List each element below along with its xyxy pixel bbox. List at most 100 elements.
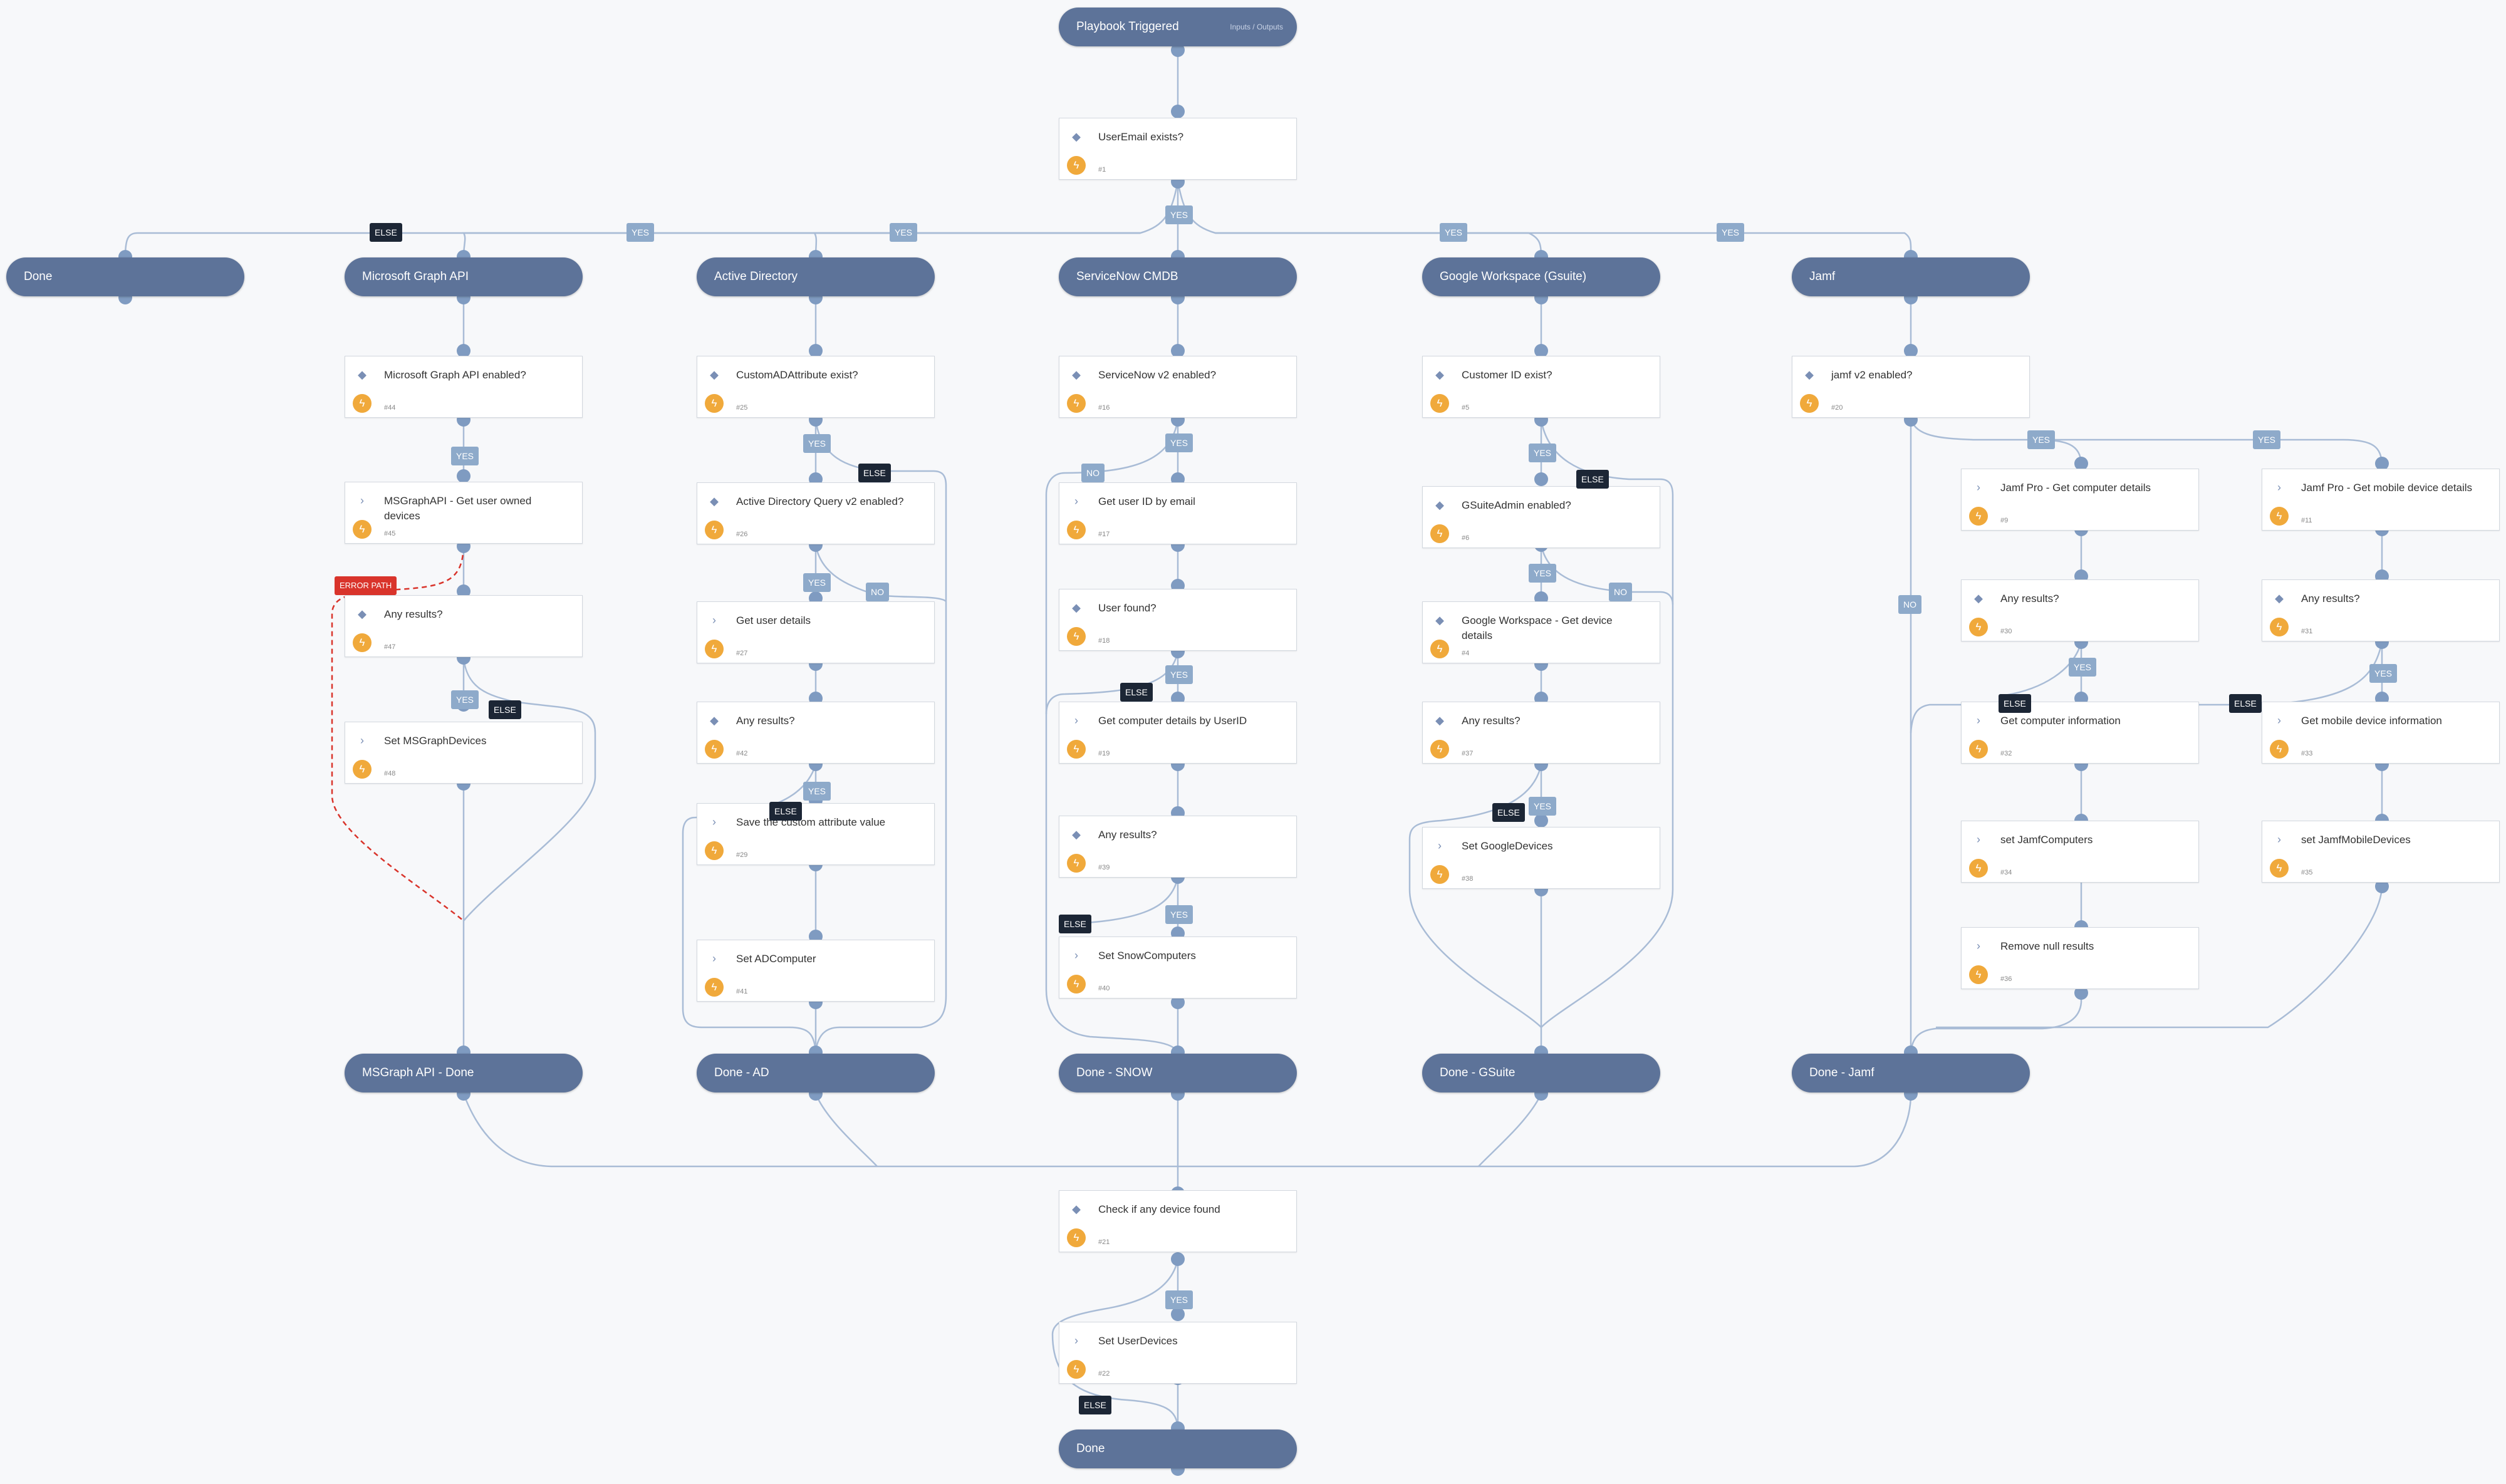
task-title: Set MSGraphDevices [384, 735, 487, 747]
task-title: Active Directory Query v2 enabled? [736, 496, 904, 507]
section-active-directory[interactable]: Active Directory [697, 257, 935, 296]
automation-icon: ϟ [1969, 965, 1988, 984]
task-user-found[interactable]: ◆User found?ϟ#18 [1059, 589, 1297, 651]
task-number: #27 [736, 650, 748, 657]
task-title: Microsoft Graph API enabled? [384, 369, 526, 381]
automation-icon: ϟ [353, 760, 372, 779]
task-title: Get user ID by email [1098, 496, 1195, 507]
task-title: Get mobile device information [2301, 715, 2442, 727]
task-title: Customer ID exist? [1462, 369, 1552, 381]
branch-label-no: NO [866, 583, 889, 601]
condition-icon: ◆ [710, 368, 719, 381]
section-google-workspace[interactable]: Google Workspace (Gsuite) [1422, 257, 1660, 296]
task-ad-any-results[interactable]: ◆Any results?ϟ#42 [697, 702, 935, 764]
automation-icon: ϟ [1067, 975, 1086, 994]
task-title: MSGraphAPI - Get user owned devices [384, 495, 532, 522]
section-microsoft-graph-api[interactable]: Microsoft Graph API [345, 257, 583, 296]
task-jamf-enabled[interactable]: ◆jamf v2 enabled?ϟ#20 [1792, 356, 2030, 418]
task-title: Set SnowComputers [1098, 950, 1196, 962]
section-title: Google Workspace (Gsuite) [1440, 270, 1587, 283]
automation-icon: ϟ [1067, 627, 1086, 646]
task-number: #30 [2000, 628, 2012, 635]
section-done-ad[interactable]: Done - AD [697, 1054, 935, 1092]
task-title: Save the custom attribute value [736, 816, 886, 828]
branch-label-yes: YES [1440, 223, 1468, 242]
task-jamf-mobile-any-results[interactable]: ◆Any results?ϟ#31 [2262, 579, 2500, 641]
section-done-snow[interactable]: Done - SNOW [1059, 1054, 1297, 1092]
task-number: #26 [736, 531, 748, 538]
condition-icon: ◆ [1435, 714, 1444, 727]
automation-icon: ϟ [1067, 521, 1086, 539]
inputs-outputs-link[interactable]: Inputs / Outputs [1230, 23, 1283, 31]
section-jamf[interactable]: Jamf [1792, 257, 2030, 296]
condition-icon: ◆ [1435, 368, 1444, 381]
playbook-triggered-node[interactable]: Playbook Triggered Inputs / Outputs [1059, 8, 1297, 46]
branch-label-else: ELSE [1492, 803, 1525, 822]
task-gsuite-any-results[interactable]: ◆Any results?ϟ#37 [1422, 702, 1660, 764]
condition-icon: ◆ [1072, 1203, 1081, 1215]
branch-label-yes: YES [2253, 430, 2281, 449]
task-number: #33 [2301, 750, 2313, 757]
automation-icon: ϟ [353, 633, 372, 652]
task-useremail-exists[interactable]: ◆UserEmail exists?ϟ#1 [1059, 118, 1297, 180]
task-customadattribute-exist[interactable]: ◆CustomADAttribute exist?ϟ#25 [697, 356, 935, 418]
task-ad-query-enabled[interactable]: ◆Active Directory Query v2 enabled?ϟ#26 [697, 482, 935, 544]
command-icon: › [1074, 714, 1078, 727]
section-final-done[interactable]: Done [1059, 1430, 1297, 1468]
section-done-left[interactable]: Done [6, 257, 244, 296]
task-number: #6 [1462, 534, 1470, 542]
task-msgraph-any-results[interactable]: ◆Any results?ϟ#47 [345, 595, 583, 657]
task-number: #34 [2000, 869, 2012, 876]
task-number: #42 [736, 750, 748, 757]
task-servicenow-enabled[interactable]: ◆ServiceNow v2 enabled?ϟ#16 [1059, 356, 1297, 418]
error-path-label: ERROR PATH [335, 576, 397, 595]
node-title: Playbook Triggered [1076, 20, 1179, 33]
branch-label-yes: YES [1717, 223, 1745, 242]
section-msgraph-done[interactable]: MSGraph API - Done [345, 1054, 583, 1092]
automation-icon: ϟ [1430, 740, 1449, 759]
task-snow-any-results[interactable]: ◆Any results?ϟ#39 [1059, 816, 1297, 878]
automation-icon: ϟ [1969, 618, 1988, 636]
task-title: Get computer information [2000, 715, 2121, 727]
task-title: set JamfMobileDevices [2301, 834, 2411, 846]
condition-icon: ◆ [1072, 828, 1081, 841]
task-number: #11 [2301, 517, 2312, 524]
task-title: Google Workspace - Get device details [1462, 615, 1613, 641]
task-msgraph-enabled[interactable]: ◆Microsoft Graph API enabled?ϟ#44 [345, 356, 583, 418]
task-gsuiteadmin-enabled[interactable]: ◆GSuiteAdmin enabled?ϟ#6 [1422, 486, 1660, 548]
section-done-jamf[interactable]: Done - Jamf [1792, 1054, 2030, 1092]
automation-icon: ϟ [353, 520, 372, 539]
task-number: #47 [384, 643, 396, 651]
branch-label-yes: YES [2369, 664, 2398, 683]
task-jamf-computer-any-results[interactable]: ◆Any results?ϟ#30 [1961, 579, 2199, 641]
section-title: MSGraph API - Done [362, 1066, 474, 1079]
automation-icon: ϟ [1067, 1228, 1086, 1247]
section-done-gsuite[interactable]: Done - GSuite [1422, 1054, 1660, 1092]
branch-label-else: ELSE [769, 802, 802, 821]
command-icon: › [712, 816, 716, 828]
task-number: #40 [1098, 985, 1110, 992]
automation-icon: ϟ [2270, 507, 2289, 526]
task-customer-id-exist[interactable]: ◆Customer ID exist?ϟ#5 [1422, 356, 1660, 418]
branch-label-else: ELSE [2229, 694, 2262, 713]
section-servicenow-cmdb[interactable]: ServiceNow CMDB [1059, 257, 1297, 296]
